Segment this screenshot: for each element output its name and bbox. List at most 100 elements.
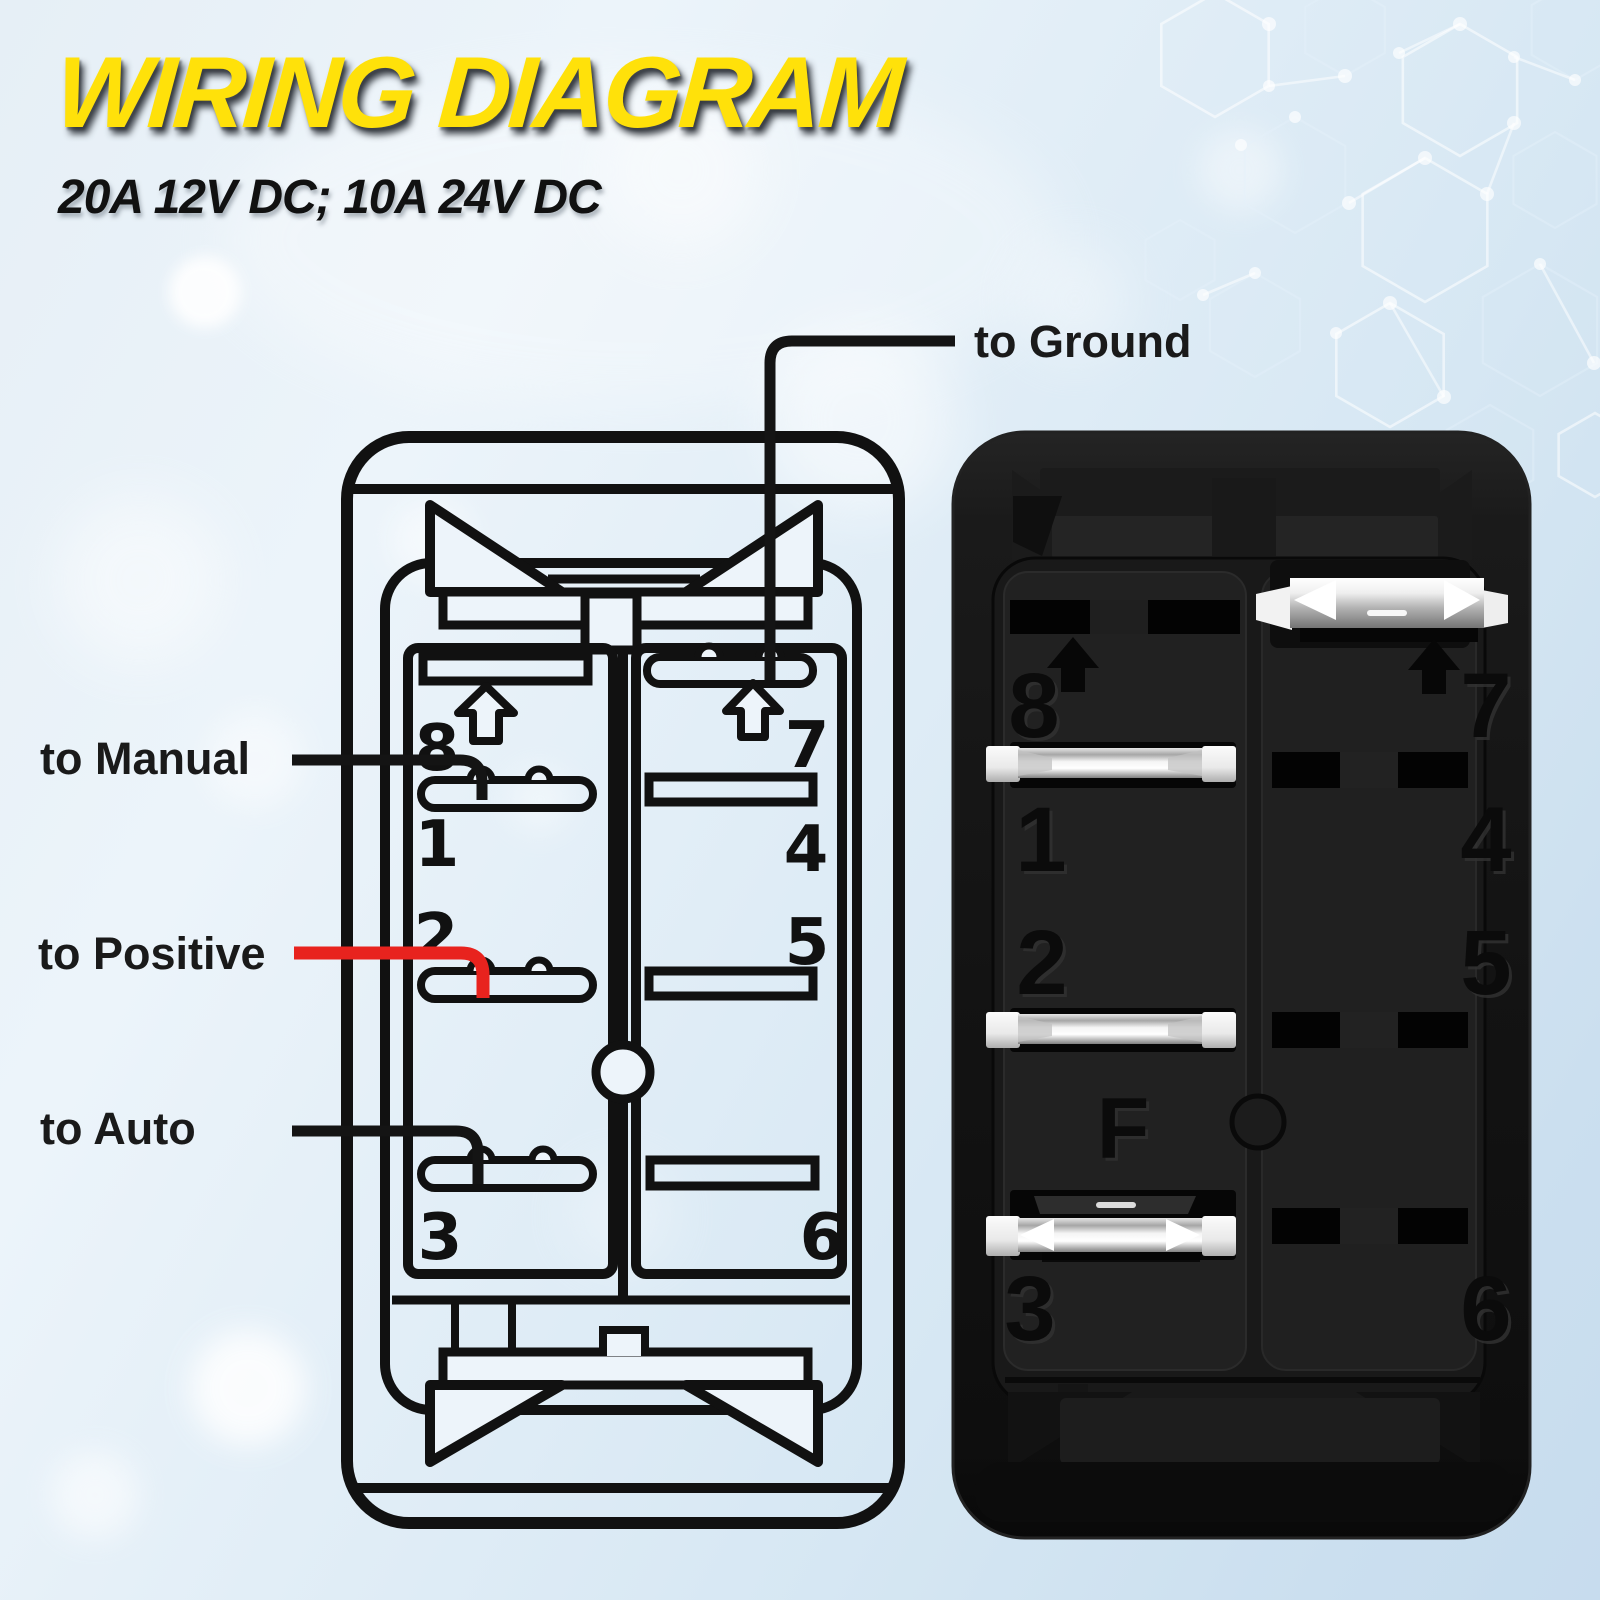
positive-wire <box>294 946 490 998</box>
diagram-terminal-6: 6 <box>800 1201 845 1275</box>
photo-marking-f: F <box>1097 1081 1150 1177</box>
photo-terminal-5: 5 <box>1460 912 1511 1014</box>
terminal-2-slot <box>417 967 597 1003</box>
photo-terminal-1-hi: 1 <box>1018 792 1069 894</box>
terminal-cap <box>986 746 1020 782</box>
photo-terminal-6: 6 <box>1460 1258 1511 1360</box>
photo-terminal-2-hi: 2 <box>1019 915 1070 1017</box>
photo-switch: 8 8 7 7 1 1 4 4 2 2 5 5 3 3 6 6 F F <box>951 430 1532 1540</box>
photo-terminal-7: 7 <box>1460 655 1511 757</box>
wire-label-ground: to Ground <box>974 316 1192 367</box>
diagram-terminal-1: 1 <box>415 808 460 882</box>
diagram-right-slot-1 <box>644 772 818 807</box>
diagram-switch-body <box>341 431 905 1529</box>
terminal-7-slot <box>643 653 817 688</box>
blade-bevel <box>1018 750 1052 776</box>
photo-terminal-8-spade <box>986 742 1236 788</box>
terminal-cap <box>986 1012 1020 1048</box>
terminal-3-slot <box>417 1156 597 1192</box>
photo-terminal-1: 1 <box>1015 789 1066 891</box>
diagram-switch: 8 1 2 3 7 4 5 6 <box>341 431 905 1529</box>
photo-terminal-7-spade <box>1256 560 1508 648</box>
photo-terminal-numbers: 8 8 7 7 1 1 4 4 2 2 5 5 3 3 6 6 F F <box>1004 655 1514 1363</box>
page-subtitle: 20A 12V DC; 10A 24V DC <box>58 171 602 224</box>
diagram-terminal-4: 4 <box>784 813 829 887</box>
diagram-back-cover <box>380 558 862 1415</box>
blade-chevron-left <box>1020 1219 1054 1251</box>
manual-wire <box>292 754 488 800</box>
terminal-cap <box>1202 1012 1236 1048</box>
diagram-top-tab <box>580 589 642 655</box>
up-arrow-icon <box>1408 639 1460 694</box>
terminal-flange-left <box>1256 586 1292 630</box>
diagram-top-left-wing <box>425 500 567 597</box>
ground-wire <box>764 335 955 680</box>
slot-segment <box>1340 1208 1398 1244</box>
terminal-flange-right <box>1482 590 1508 628</box>
photo-terminal-2-spade <box>986 1008 1236 1052</box>
slot-segment <box>1090 600 1148 634</box>
diagram-terminal-3: 3 <box>418 1201 463 1275</box>
photo-top-left-shadow <box>1013 496 1062 556</box>
photo-bottom-bracket <box>1060 1398 1440 1464</box>
blade-chevron-right <box>1166 1219 1200 1251</box>
wire-label-auto: to Auto <box>40 1103 196 1154</box>
terminal-cap <box>986 1216 1020 1256</box>
blade-slit <box>1367 610 1407 616</box>
diagram-terminal-7: 7 <box>785 709 830 783</box>
photo-terminal-5-hi: 5 <box>1463 915 1514 1017</box>
photo-terminal-4: 4 <box>1460 789 1511 891</box>
auto-wire <box>292 1125 484 1184</box>
photo-marking-f-hi: F <box>1100 1084 1153 1180</box>
up-arrow-icon <box>1047 637 1099 692</box>
diagram-terminal-2: 2 <box>414 901 459 975</box>
up-arrow-icon <box>722 679 784 741</box>
blade-bevel <box>1168 1016 1202 1042</box>
blade-chevron-left <box>1294 580 1336 620</box>
blade-bevel <box>1168 750 1202 776</box>
diagram-top-right-wing <box>681 500 823 597</box>
diagram-bottom-right-wing <box>681 1380 823 1467</box>
wire-label-positive: to Positive <box>38 928 266 979</box>
photo-terminal-6-hi: 6 <box>1463 1261 1514 1363</box>
diagram-bottom-tab <box>599 1326 649 1356</box>
photo-terminal-2: 2 <box>1016 912 1067 1014</box>
terminal-shadow <box>1300 628 1478 642</box>
diagram-bottom-ticks <box>451 1303 516 1352</box>
terminal-cap <box>1202 1216 1236 1256</box>
photo-terminal-8-hi: 8 <box>1011 658 1062 760</box>
blade-chevron-right <box>1444 580 1480 620</box>
up-arrow-icon <box>454 682 518 745</box>
terminal-blade <box>1290 578 1484 628</box>
diagram-terminal-5: 5 <box>785 906 830 980</box>
terminal-8-slot <box>417 776 597 812</box>
diagram-left-top-slot <box>418 651 593 686</box>
photo-terminal-3-spade <box>986 1190 1236 1262</box>
blade-bevel <box>1018 1016 1052 1042</box>
diagram-right-panel <box>631 643 847 1279</box>
diagram-center-hole <box>591 1040 655 1104</box>
photo-terminal-8: 8 <box>1008 655 1059 757</box>
hexagon-pattern <box>1145 0 1600 505</box>
wires <box>292 335 955 1184</box>
photo-terminal-3: 3 <box>1004 1258 1055 1360</box>
photo-terminal-7-hi: 7 <box>1463 658 1514 760</box>
page-title: WIRING DIAGRAM <box>51 37 905 149</box>
terminal-shadow <box>1042 1252 1200 1262</box>
photo-center-hole <box>1229 1093 1287 1151</box>
cap-slit <box>1096 1202 1136 1208</box>
photo-top-tab <box>1212 478 1276 556</box>
diagram-terminal-8: 8 <box>415 712 460 786</box>
photo-terminal-4-hi: 4 <box>1463 792 1514 894</box>
slot-segment <box>1340 752 1398 788</box>
diagram-left-panel <box>403 643 618 1279</box>
terminal-cap <box>1202 746 1236 782</box>
diagram-right-slot-3 <box>645 1155 820 1191</box>
photo-bottom-band <box>975 1462 1513 1522</box>
photo-dark-slots <box>1010 600 1468 1244</box>
photo-terminal-3-hi: 3 <box>1007 1261 1058 1363</box>
wire-label-manual: to Manual <box>40 733 250 784</box>
diagram-bottom-left-wing <box>425 1380 567 1467</box>
